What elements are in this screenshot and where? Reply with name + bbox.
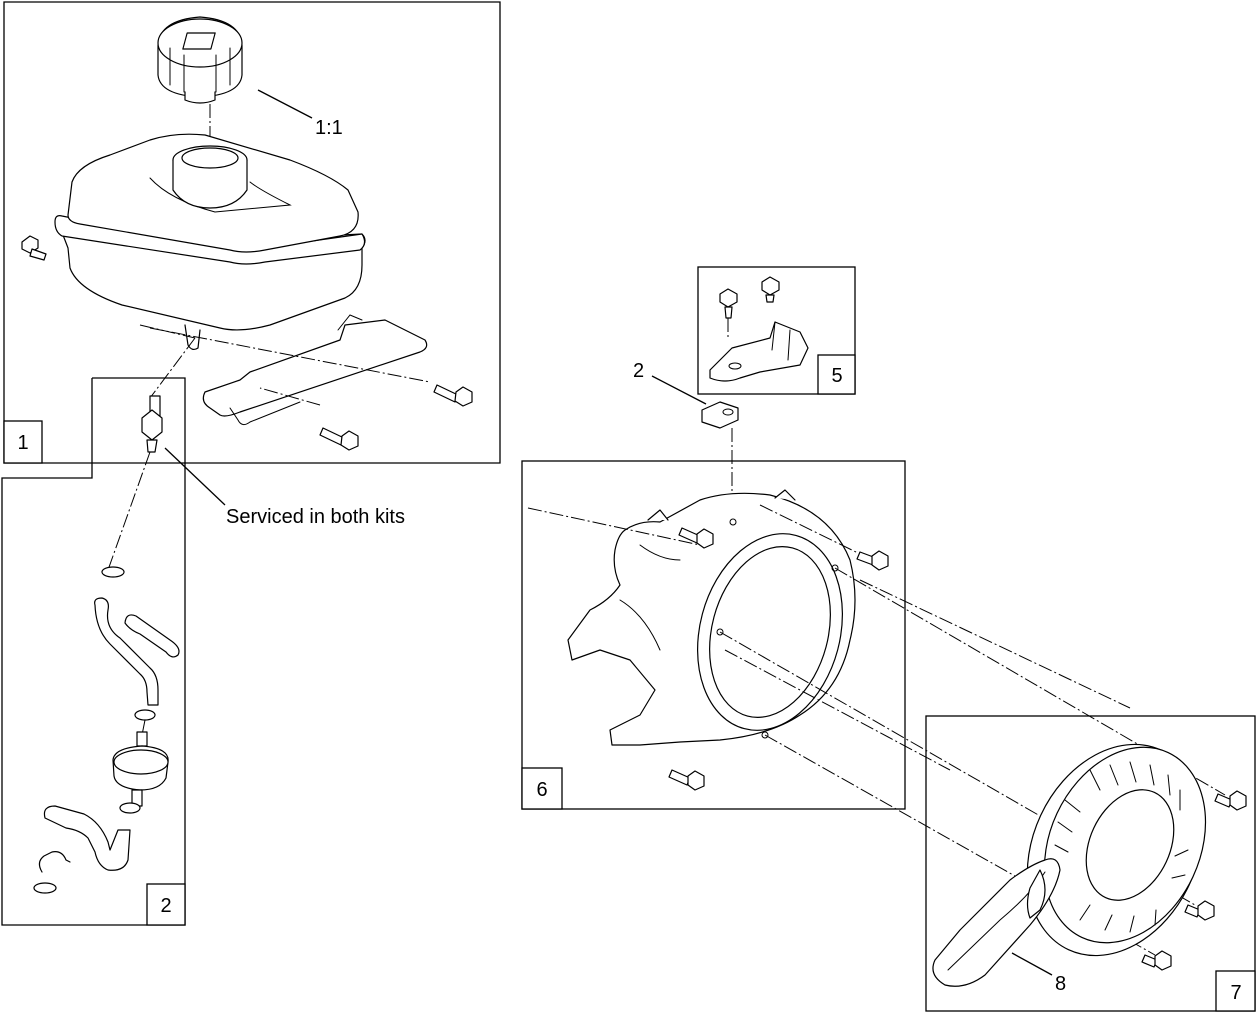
hose-clamp-4 xyxy=(33,882,57,894)
housing-screw-top-right xyxy=(856,550,889,571)
kit-7-tag: 7 xyxy=(1215,970,1256,1012)
kit-1-tag: 1 xyxy=(3,420,43,464)
kit-7-frame xyxy=(925,715,1256,1012)
fuel-hose-1 xyxy=(94,597,159,706)
fuel-hose-2 xyxy=(124,614,180,658)
fuel-valve xyxy=(141,395,163,453)
note-leader xyxy=(164,447,226,506)
blower-housing xyxy=(567,489,856,746)
kit-2-label: 2 xyxy=(160,895,171,917)
fuel-tank xyxy=(54,133,366,351)
starter-handle xyxy=(932,858,1061,987)
clip-leader xyxy=(651,375,707,405)
housing-screw-bottom xyxy=(668,769,705,791)
kit-5-frame xyxy=(697,266,856,395)
serviced-note: Serviced in both kits xyxy=(226,506,405,528)
handle-leader xyxy=(1011,952,1053,976)
hose-clamp-1 xyxy=(101,566,125,578)
cap-leader xyxy=(257,89,313,119)
kit-5-bracket xyxy=(709,321,809,382)
starter-screw-1 xyxy=(1214,790,1247,811)
kit-6-tag: 6 xyxy=(521,767,563,810)
kit-5-screw-left xyxy=(719,288,738,319)
heat-shield-screw-right xyxy=(433,384,473,407)
tank-screw-left xyxy=(21,235,47,261)
kit-5-tag: 5 xyxy=(817,354,856,395)
fuel-cap xyxy=(157,16,243,104)
kit-1-label: 1 xyxy=(17,432,28,454)
recoil-starter xyxy=(1026,743,1207,957)
hose-clamp-3 xyxy=(119,802,141,814)
clip-callout: 2 xyxy=(633,360,644,382)
kit-2-frame xyxy=(1,377,186,926)
housing-screw-top-left xyxy=(678,527,714,549)
heat-shield xyxy=(202,314,428,426)
fuel-hose-3 xyxy=(38,805,131,873)
hose-clamp-2 xyxy=(134,709,156,721)
clip xyxy=(701,401,739,429)
starter-screw-3 xyxy=(1141,950,1172,971)
kit-7-label: 7 xyxy=(1230,982,1241,1004)
heat-shield-screw-bottom xyxy=(319,427,359,451)
kit-6-label: 6 xyxy=(536,779,547,801)
starter-screw-2 xyxy=(1184,900,1215,921)
kit-5-screw-right xyxy=(761,276,780,303)
kit-5-label: 5 xyxy=(831,365,842,387)
kit-6-frame xyxy=(521,460,906,810)
handle-callout: 8 xyxy=(1055,973,1066,995)
cap-callout: 1:1 xyxy=(315,117,343,139)
fuel-filter xyxy=(112,731,169,807)
kit-2-tag: 2 xyxy=(146,883,186,926)
